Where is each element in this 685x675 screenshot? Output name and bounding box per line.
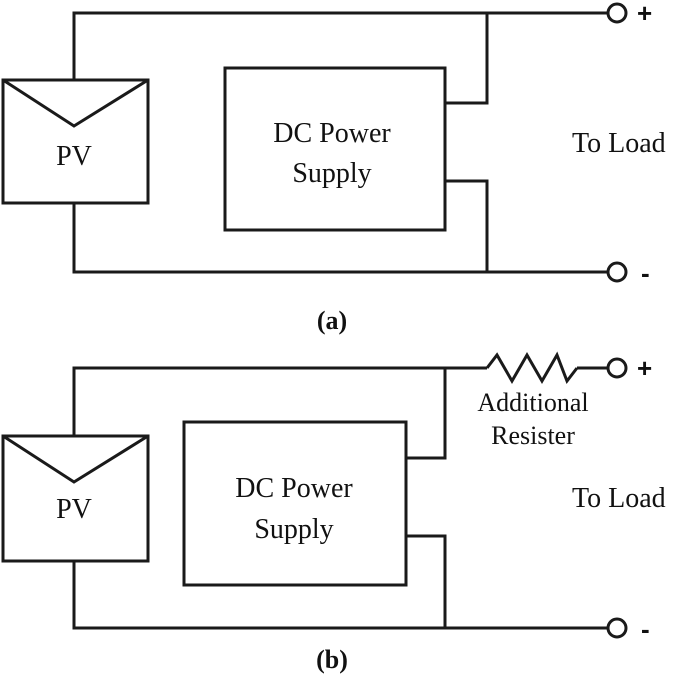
resistor-label-line1: Additional xyxy=(477,388,588,417)
top-wire-b xyxy=(72,366,487,436)
supply-negative-wire-b xyxy=(406,534,447,628)
dc-supply-label-line1-a: DC Power xyxy=(273,118,391,149)
pv-module-b: PV xyxy=(1,434,150,563)
dc-supply-b: DC Power Supply xyxy=(182,420,408,587)
dc-supply-box-a xyxy=(223,66,447,232)
panel-a: PV DC Power Supply + - To Load (a) xyxy=(1,0,666,335)
pv-label-a: PV xyxy=(56,141,92,172)
caption-b: (b) xyxy=(316,645,348,674)
bottom-wire-b xyxy=(72,561,607,630)
dc-supply-a: DC Power Supply xyxy=(223,66,447,232)
minus-sign-b: - xyxy=(641,614,650,644)
pv-label-b: PV xyxy=(56,494,92,525)
bottom-wire-a xyxy=(72,203,607,274)
supply-positive-wire-b xyxy=(406,368,447,460)
dc-supply-label-line2-b: Supply xyxy=(254,514,333,545)
pv-box-a xyxy=(1,78,150,205)
dc-supply-label-line2-a: Supply xyxy=(292,158,371,189)
pv-chevron-b xyxy=(2,434,149,484)
pv-chevron-a xyxy=(2,78,149,128)
plus-sign-b: + xyxy=(637,353,652,383)
minus-sign-a: - xyxy=(641,258,650,288)
positive-terminal-b xyxy=(606,357,628,379)
caption-a: (a) xyxy=(317,306,347,335)
load-label-a: To Load xyxy=(572,128,666,159)
resistor-label-line2: Resister xyxy=(491,421,575,450)
resistor-symbol xyxy=(485,351,579,385)
load-label-b: To Load xyxy=(572,483,666,514)
panel-b: PV DC Power Supply Additional Resister +… xyxy=(1,351,666,674)
supply-positive-wire-a xyxy=(445,13,489,105)
plus-sign-a: + xyxy=(637,0,652,28)
dc-supply-box-b xyxy=(182,420,408,587)
pv-module-a: PV xyxy=(1,78,150,205)
dc-supply-label-line1-b: DC Power xyxy=(235,473,353,504)
negative-terminal-b xyxy=(606,617,628,639)
positive-terminal-a xyxy=(606,2,628,24)
supply-negative-wire-a xyxy=(445,179,489,272)
negative-terminal-a xyxy=(606,261,628,283)
top-wire-a xyxy=(72,11,607,80)
